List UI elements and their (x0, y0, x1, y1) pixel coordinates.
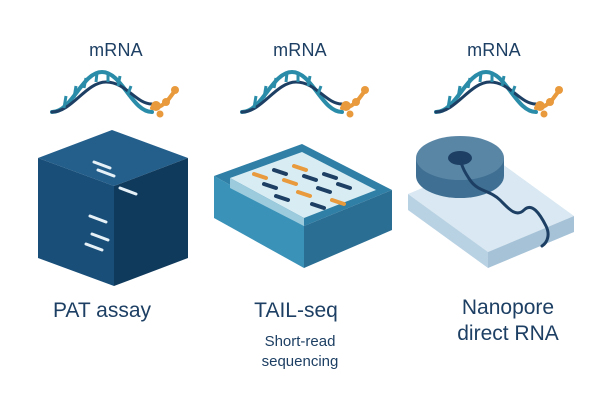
panel-title: PAT assay (52, 299, 152, 322)
title-line: direct RNA (457, 322, 559, 345)
panel-subtitle: Short-read sequencing (200, 332, 400, 372)
subtitle-line: Short-read (264, 333, 336, 350)
gel-block-icon (38, 130, 188, 286)
mrna-strand-icon (434, 70, 565, 120)
mrna-strand-icon (240, 70, 371, 120)
mrna-label: mRNA (273, 40, 327, 60)
panel-title: TAIL-seq (254, 299, 338, 322)
subtitle-line: sequencing (261, 353, 339, 370)
mrna-strand-icon (50, 70, 181, 120)
title-line: Nanopore (461, 296, 555, 319)
mrna-label: mRNA (89, 40, 143, 60)
nanopore-icon (408, 136, 574, 268)
panel-title: Nanopore direct RNA (408, 295, 600, 347)
panel-pat-assay: mRNA PAT assay (0, 0, 200, 400)
panel-tail-seq: mRNA TAIL-seq Short-read sequ (200, 0, 400, 400)
mrna-label: mRNA (467, 40, 521, 60)
flowcell-icon (214, 144, 392, 268)
panel-nanopore: mRNA Nanopore direct RNA (400, 0, 600, 400)
